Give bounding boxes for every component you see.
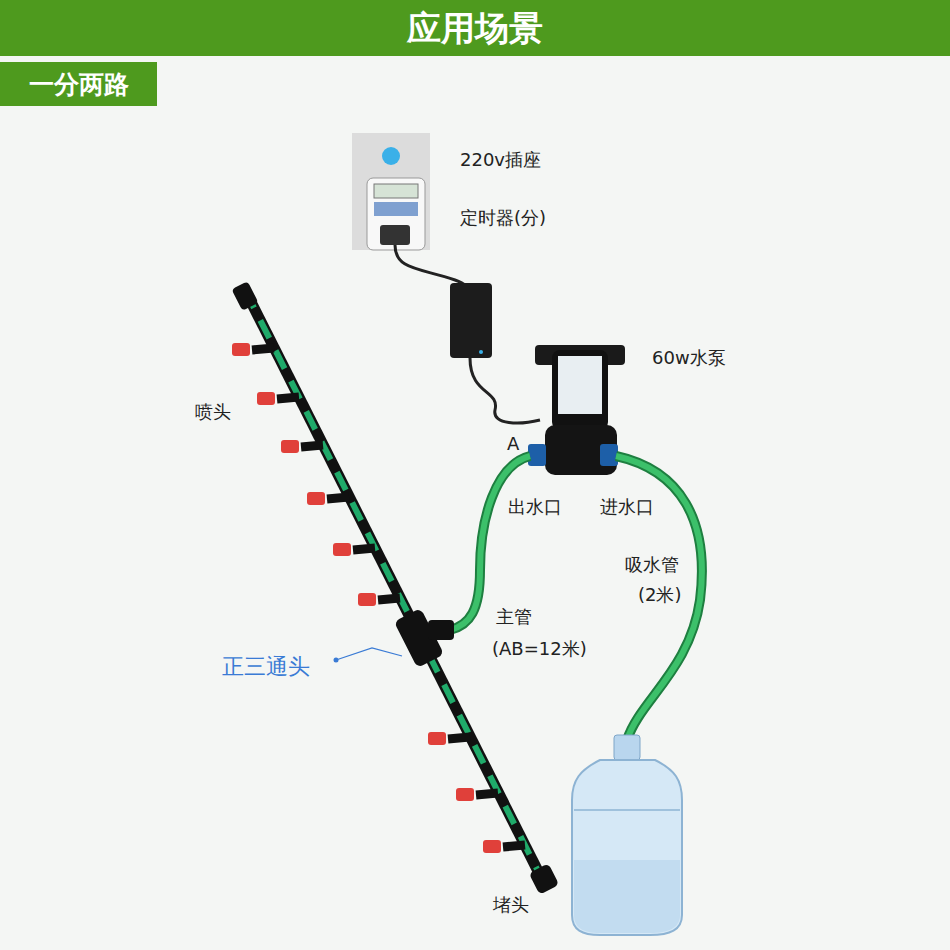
nozzle xyxy=(428,732,470,745)
nozzle xyxy=(232,343,274,356)
tee xyxy=(476,793,498,795)
main-tee-branch xyxy=(428,620,454,640)
bottle-water xyxy=(574,860,680,933)
tee xyxy=(353,548,375,550)
bottle-neck xyxy=(614,735,640,760)
tee xyxy=(448,737,470,739)
end-cap xyxy=(529,863,559,894)
tab-label: 一分两路 xyxy=(29,68,158,101)
leader-line xyxy=(336,648,402,660)
tee xyxy=(301,445,323,447)
dimension-label: (2米) xyxy=(638,584,682,606)
main-hose-edge xyxy=(450,456,530,630)
outlet-port xyxy=(528,444,546,466)
nozzle-head xyxy=(307,492,325,505)
dc-cable xyxy=(470,358,540,423)
bottle-rib xyxy=(574,809,680,811)
part-label: 吸水管 xyxy=(625,554,679,576)
power-cable xyxy=(395,245,470,287)
main-hose xyxy=(450,456,530,630)
tee xyxy=(378,598,400,600)
nozzle xyxy=(307,492,349,505)
nozzle-head xyxy=(456,788,474,801)
tee xyxy=(503,845,525,847)
part-label: 进水口 xyxy=(600,496,654,518)
tee xyxy=(327,497,349,499)
power-adapter xyxy=(450,283,492,358)
part-label: 主管 xyxy=(496,606,532,628)
inlet-port xyxy=(600,444,618,466)
tab-band: 一分两路 xyxy=(0,62,157,106)
adapter-light xyxy=(479,350,483,354)
pump-head xyxy=(545,425,617,475)
timer-buttons xyxy=(374,202,418,216)
socket-light xyxy=(382,147,400,165)
nozzle-head xyxy=(281,440,299,453)
wall-socket xyxy=(352,133,430,250)
nozzle-head xyxy=(358,593,376,606)
drip-line-edge xyxy=(245,290,545,885)
drip-line xyxy=(245,290,545,885)
nozzle-head xyxy=(257,392,275,405)
nozzle xyxy=(257,392,299,405)
part-label: 堵头 xyxy=(493,894,529,916)
dimension-label: (AB=12米) xyxy=(492,638,587,660)
part-label: 定时器(分) xyxy=(460,207,546,229)
water-bottle xyxy=(572,760,682,935)
nozzle-head xyxy=(428,732,446,745)
part-label: 出水口 xyxy=(508,496,562,518)
nozzle xyxy=(333,543,375,556)
callout-label: 正三通头 xyxy=(222,654,310,680)
line-top-end xyxy=(232,281,259,311)
nozzle xyxy=(358,593,400,606)
nozzle-head xyxy=(333,543,351,556)
part-label: 60w水泵 xyxy=(652,347,726,369)
nozzle xyxy=(456,788,498,801)
pump-plate xyxy=(558,356,602,414)
part-label: 喷头 xyxy=(195,401,231,423)
tee xyxy=(277,397,299,399)
point-label: A xyxy=(507,433,519,455)
title-text: 应用场景 xyxy=(0,0,950,56)
nozzle-head xyxy=(483,840,501,853)
nozzle-head xyxy=(232,343,250,356)
timer-screen xyxy=(374,184,418,198)
pump-motor xyxy=(552,350,608,430)
timer-outlet xyxy=(380,225,410,245)
part-label: 220v插座 xyxy=(460,149,541,171)
timer xyxy=(367,178,425,250)
nozzle xyxy=(483,840,525,853)
tee xyxy=(252,348,274,350)
nozzle xyxy=(281,440,323,453)
